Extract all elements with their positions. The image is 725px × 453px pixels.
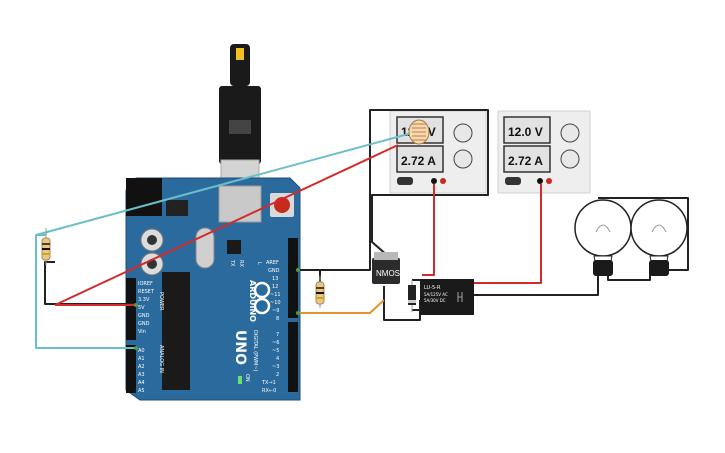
svg-text:12: 12 <box>272 284 278 290</box>
svg-text:A0: A0 <box>138 348 145 354</box>
supply-2-neg-terminal[interactable] <box>537 178 543 184</box>
svg-text:~10: ~10 <box>270 300 281 306</box>
power-supply-1[interactable]: 12.0 V 2.72 A <box>389 110 487 194</box>
svg-text:5V: 5V <box>138 305 145 311</box>
supply-1-pos-terminal[interactable] <box>440 178 446 184</box>
svg-text:Vin: Vin <box>138 329 146 335</box>
wire-bulb2-return[interactable] <box>598 197 689 271</box>
arduino-uno-board[interactable]: ARDUINO UNO TX RX L ON POWER ANALOG IN D… <box>125 177 301 401</box>
resistor-icon[interactable] <box>41 228 51 265</box>
svg-text:8: 8 <box>276 316 279 322</box>
rx-led-label: RX <box>238 260 244 267</box>
svg-text:2: 2 <box>276 372 279 378</box>
svg-text:~9: ~9 <box>272 308 279 314</box>
wire-gnd-supply1[interactable] <box>298 109 489 271</box>
wires[interactable] <box>35 109 689 349</box>
arduino-brand-label: ARDUINO <box>248 280 257 322</box>
supply-2-voltage-display <box>503 116 551 144</box>
power-header <box>126 278 136 340</box>
wire-teal-photoresistor[interactable] <box>35 132 413 236</box>
svg-text:A5: A5 <box>138 388 145 394</box>
supply-1-switch[interactable] <box>397 177 413 185</box>
light-bulb-icon[interactable] <box>574 199 632 276</box>
tx-led-label: TX <box>229 259 235 267</box>
svg-text:~11: ~11 <box>270 292 281 298</box>
svg-text:4: 4 <box>276 356 279 362</box>
supply-2-voltage-knob[interactable] <box>560 123 580 143</box>
wire-supply1-relay[interactable] <box>422 184 435 276</box>
atmega-chip <box>162 272 190 390</box>
power-jack <box>126 178 162 216</box>
supply-2-current-display <box>503 145 551 173</box>
wire-pin9-mosfet[interactable] <box>298 299 385 314</box>
svg-text:RX←0: RX←0 <box>262 388 276 394</box>
svg-text:GND: GND <box>138 313 150 319</box>
relay-rating-ac: 5A/125V AC <box>424 292 448 297</box>
on-led-label: ON <box>244 374 250 382</box>
usb-port <box>218 185 262 223</box>
svg-text:~3: ~3 <box>272 364 279 370</box>
svg-text:7: 7 <box>276 332 279 338</box>
arduino-model-label: UNO <box>232 330 248 365</box>
on-led <box>238 376 242 384</box>
wire-resistor-gnd[interactable] <box>44 261 136 305</box>
diode-icon[interactable] <box>408 280 416 312</box>
supply-1-neg-terminal[interactable] <box>431 178 437 184</box>
analog-header-label: ANALOG IN <box>158 345 164 373</box>
svg-text:~6: ~6 <box>272 340 279 346</box>
digital-header-label: DIGITAL (PWM~) <box>252 330 258 372</box>
wire-bulb1-bulb2[interactable] <box>607 270 651 281</box>
mosfet-label: NMOS <box>376 269 400 278</box>
svg-text:13: 13 <box>272 276 278 282</box>
svg-text:GND: GND <box>138 321 150 327</box>
supply-2-pos-terminal[interactable] <box>546 178 552 184</box>
supply-2-current-knob[interactable] <box>560 149 580 169</box>
wire-5v-photoresistor[interactable] <box>54 144 399 306</box>
supply-1-voltage-knob[interactable] <box>453 123 473 143</box>
power-supply-2[interactable]: 12.0 V 2.72 A <box>497 110 591 194</box>
svg-text:RESET: RESET <box>138 289 155 295</box>
pulldown-resistor-icon[interactable] <box>315 276 325 308</box>
svg-text:A1: A1 <box>138 356 145 362</box>
photoresistor-icon[interactable] <box>408 119 430 145</box>
supply-2-switch[interactable] <box>505 177 521 185</box>
svg-text:TX→1: TX→1 <box>261 380 276 386</box>
light-bulb-2-icon[interactable] <box>630 199 688 276</box>
arduino-logo-icon <box>253 281 271 315</box>
svg-text:IOREF: IOREF <box>138 281 153 287</box>
supply-1-current-knob[interactable] <box>453 149 473 169</box>
power-pin-labels: IOREF RESET 3.3V 5V GND GND Vin <box>138 281 155 335</box>
svg-text:A4: A4 <box>138 380 145 386</box>
relay-model-label: LU-5-R <box>424 285 441 291</box>
digital-pin-labels-bottom: 7 ~6 ~5 4 ~3 2 TX→1 RX←0 <box>261 332 279 394</box>
wire-a0-teal[interactable] <box>35 234 136 349</box>
svg-text:A3: A3 <box>138 372 145 378</box>
supply-2-current-value: 2.72 A <box>508 154 543 168</box>
analog-header <box>126 345 136 393</box>
relay[interactable]: LU-5-R 5A/125V AC 5A/30V DC <box>420 279 474 315</box>
svg-text:3.3V: 3.3V <box>138 297 150 303</box>
wire-relay-bulb1[interactable] <box>474 270 599 296</box>
supply-1-current-display <box>396 145 444 173</box>
wire-supply2-relay[interactable] <box>474 184 542 284</box>
svg-text:GND: GND <box>268 268 280 274</box>
supply-2-voltage-value: 12.0 V <box>508 125 543 139</box>
svg-text:~5: ~5 <box>272 348 279 354</box>
l-led-label: L <box>256 262 262 265</box>
nmos-transistor[interactable]: NMOS <box>372 252 400 284</box>
digital-header-bottom <box>288 322 298 392</box>
power-header-label: POWER <box>158 292 164 311</box>
digital-pin-labels-top: AREF GND 13 12 ~11 ~10 ~9 8 <box>266 260 281 322</box>
digital-header-top <box>288 238 298 318</box>
analog-pin-labels: A0 A1 A2 A3 A4 A5 <box>138 348 145 394</box>
svg-text:AREF: AREF <box>266 260 279 266</box>
svg-text:A2: A2 <box>138 364 145 370</box>
supply-1-current-value: 2.72 A <box>401 154 436 168</box>
relay-rating-dc: 5A/30V DC <box>424 298 446 303</box>
